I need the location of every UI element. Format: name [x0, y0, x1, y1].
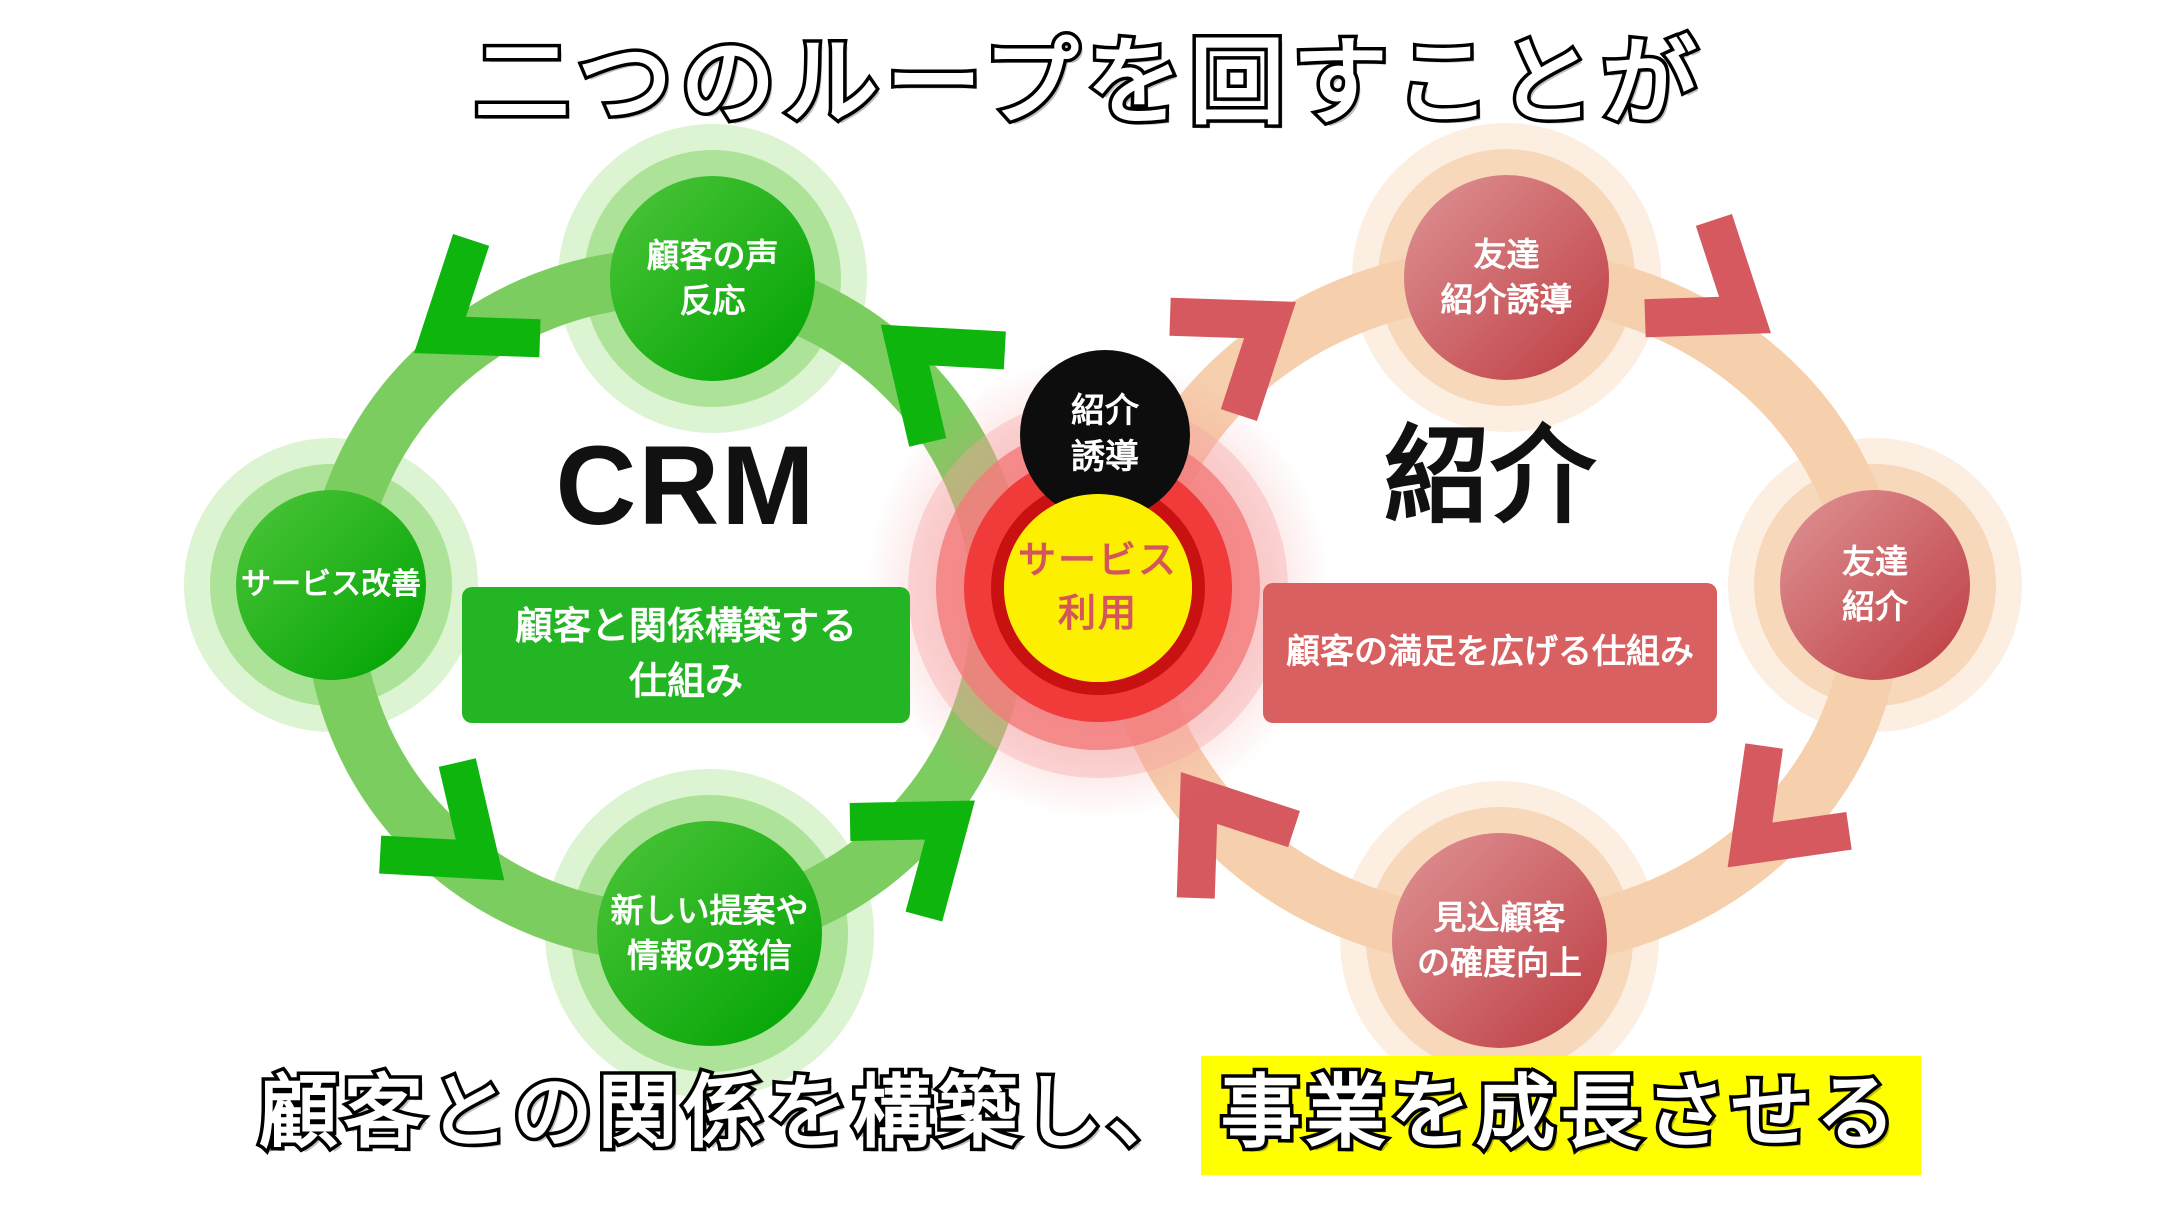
bottom-tagline: 顧客との関係を構築し、事業を成長させる	[0, 1048, 2179, 1175]
referral-trigger-circle: 紹介 誘導	[1020, 350, 1190, 520]
node-prospect-probability-label: 見込顧客 の確度向上	[1417, 898, 1582, 981]
node-friend-referral-guide: 友達 紹介誘導	[1404, 175, 1609, 380]
crm-arrow-icon	[849, 800, 975, 922]
crm-arrow-icon	[880, 324, 1006, 447]
node-customer-voice: 顧客の声 反応	[610, 176, 815, 381]
node-new-proposals: 新しい提案や 情報の発信	[597, 821, 822, 1046]
service-use-label: サービス 利用	[1017, 539, 1178, 635]
node-service-improvement-label: サービス改善	[241, 567, 421, 601]
referral-arrow-icon	[1727, 743, 1852, 868]
crm-loop-box-label: 顧客と関係構築する 仕組み	[514, 605, 857, 703]
referral-loop-title: 紹介	[1384, 418, 1596, 536]
node-friend-referral: 友達 紹介	[1780, 490, 1970, 680]
crm-arrow-icon	[379, 758, 505, 881]
referral-trigger-label: 紹介 誘導	[1071, 392, 1139, 476]
node-customer-voice-label: 顧客の声 反応	[646, 236, 779, 319]
node-friend-referral-label: 友達 紹介	[1842, 543, 1908, 625]
referral-arrow-icon	[1176, 772, 1300, 899]
referral-loop-box: 顧客の満足を広げる仕組み	[1263, 583, 1717, 723]
tagline-normal-text: 顧客との関係を構築し、	[255, 1065, 1193, 1161]
referral-arrow-icon	[1169, 297, 1296, 421]
tagline-highlight: 事業を成長させる	[1200, 1056, 1921, 1175]
node-friend-referral-guide-label: 友達 紹介誘導	[1440, 235, 1573, 318]
referral-loop-box-label: 顧客の満足を広げる仕組み	[1286, 633, 1694, 672]
node-service-improvement: サービス改善	[236, 490, 426, 680]
crm-arrow-icon	[414, 234, 541, 358]
crm-loop-title: CRM	[555, 423, 817, 548]
node-prospect-probability: 見込顧客 の確度向上	[1392, 833, 1607, 1048]
referral-arrow-icon	[1644, 214, 1771, 338]
crm-loop-box: 顧客と関係構築する 仕組み	[462, 587, 910, 723]
node-new-proposals-label: 新しい提案や 情報の発信	[610, 891, 809, 974]
page-title: 二つのループを回すことが	[471, 27, 1705, 140]
service-use-circle: サービス 利用	[1004, 494, 1192, 682]
tagline-highlight-text: 事業を成長させる	[1217, 1065, 1901, 1161]
